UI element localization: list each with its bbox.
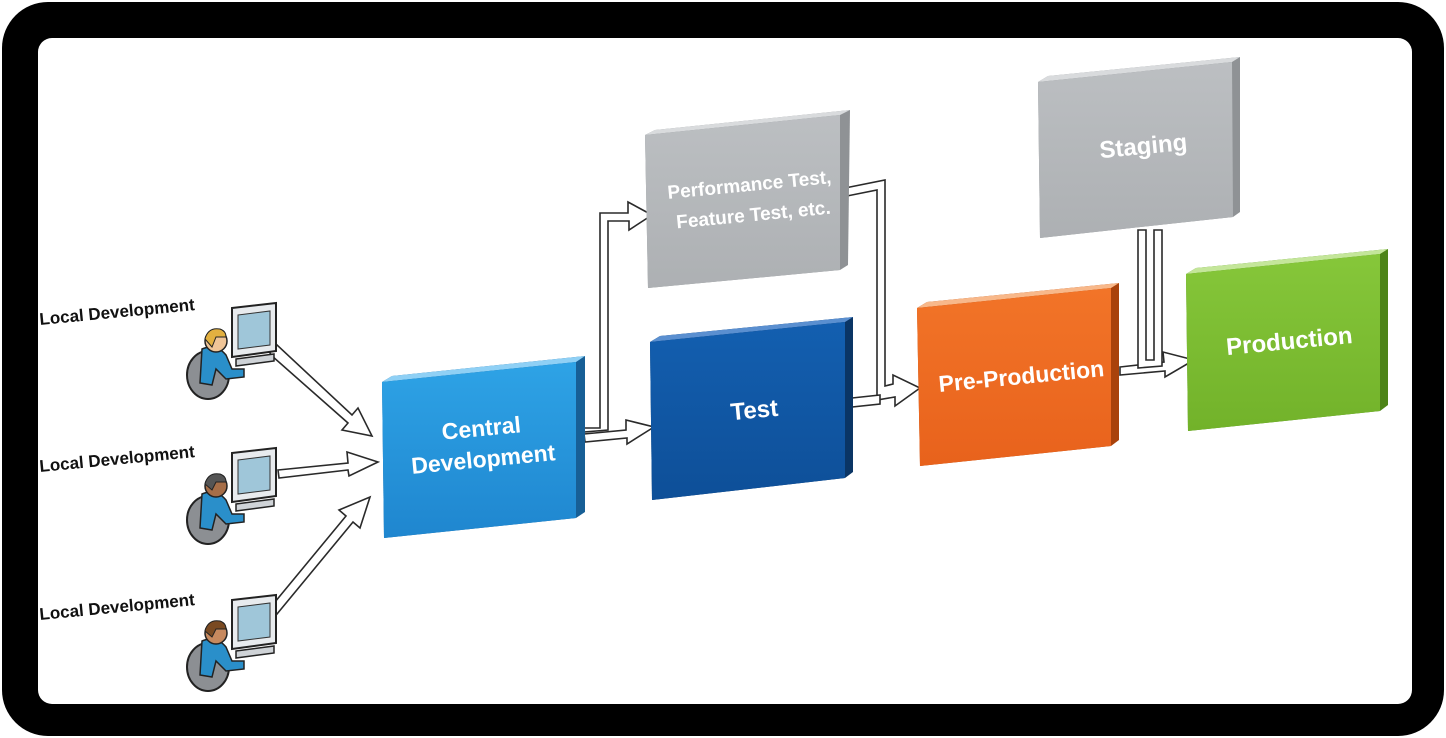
- staging-box: Staging: [1038, 57, 1240, 238]
- developer-1-label: Local Development: [39, 295, 196, 329]
- arrow-central-to-test: [583, 418, 657, 446]
- arrow-perf-to-preprod: [844, 179, 922, 408]
- test-label: Test: [729, 395, 779, 426]
- developer-2: Local Development: [39, 442, 277, 545]
- test-box: Test: [650, 317, 853, 500]
- arrow-dev1-to-central: [266, 342, 374, 438]
- developer-at-computer-icon: [186, 593, 277, 692]
- developer-3-label: Local Development: [39, 590, 196, 624]
- connector-arrows: [266, 179, 1197, 616]
- arrow-staging-to-production: [1137, 229, 1163, 369]
- developer-1: Local Development: [39, 295, 277, 400]
- arrow-central-to-perf: [583, 200, 654, 433]
- developer-at-computer-icon: [186, 446, 277, 545]
- central-development-box: Central Development: [382, 356, 585, 538]
- developer-3: Local Development: [39, 590, 277, 692]
- production-box: Production: [1186, 249, 1388, 431]
- developer-at-computer-icon: [186, 301, 277, 400]
- pre-production-box: Pre-Production: [917, 283, 1119, 466]
- arrow-dev2-to-central: [277, 450, 381, 479]
- arrow-dev3-to-central: [268, 495, 372, 616]
- developer-2-label: Local Development: [39, 442, 196, 476]
- arrow-test-to-preprod: [851, 394, 881, 408]
- perf-test-box: Performance Test, Feature Test, etc.: [645, 110, 850, 288]
